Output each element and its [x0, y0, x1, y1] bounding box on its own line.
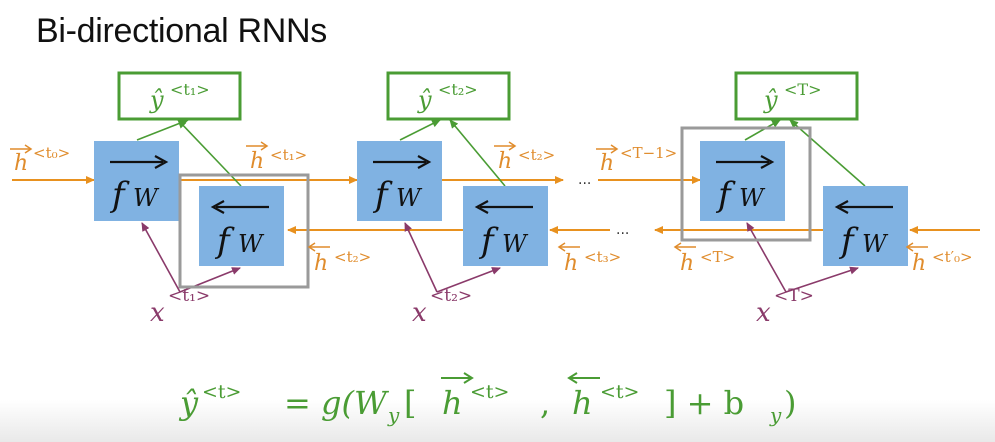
formula-w-sub: y	[387, 403, 400, 427]
label-h-fw-t1: h <t₁>	[246, 141, 307, 174]
svg-text:h: h	[14, 151, 28, 176]
input-label-t2: x <t₂>	[412, 286, 472, 328]
svg-text:<t₁>: <t₁>	[270, 146, 307, 164]
output-sup-t1: <t₁>	[170, 80, 210, 99]
input-labels: x <t₁> x <t₂> x <T>	[150, 286, 814, 328]
page-title: Bi-directional RNNs	[36, 12, 327, 50]
formula-h-fw-sup: <t>	[470, 381, 509, 403]
output-sup-t2: <t₂>	[438, 80, 478, 99]
svg-text:<t₂>: <t₂>	[518, 146, 555, 164]
formula-bracket-open: [	[404, 384, 416, 422]
formula-h-bw: h	[572, 384, 593, 422]
fw-cell-sub: W	[133, 184, 160, 212]
svg-text:<t₂>: <t₂>	[334, 248, 371, 266]
svg-text:h: h	[600, 151, 614, 176]
formula-comma: ,	[540, 384, 550, 422]
bottom-fade	[0, 400, 995, 442]
output-label-T: ŷ	[763, 86, 778, 114]
formula-close: )	[784, 384, 796, 422]
output-box-T: ŷ <T>	[734, 71, 859, 121]
backward-cell-T: f W	[823, 186, 908, 266]
formula-eq: = g(W	[284, 384, 390, 422]
label-h-fw-t2: h <t₂>	[494, 141, 555, 174]
svg-text:h: h	[680, 251, 694, 276]
output-box-t2: ŷ <t₂>	[386, 71, 511, 121]
svg-text:<T>: <T>	[774, 286, 814, 306]
svg-text:W: W	[862, 230, 889, 258]
forward-cell-T: f W	[700, 141, 785, 221]
svg-text:h: h	[250, 149, 264, 174]
output-label-t2: ŷ	[417, 86, 432, 114]
highlight-box-t1	[178, 173, 310, 289]
svg-text:<t₀>: <t₀>	[33, 144, 70, 162]
formula-b-sub: y	[769, 403, 782, 427]
svg-text:<t₃>: <t₃>	[584, 248, 621, 266]
svg-text:h: h	[564, 251, 578, 276]
input-label-t1: x <t₁>	[150, 286, 210, 328]
formula-h-bw-sup: <t>	[600, 381, 639, 403]
svg-text:h: h	[498, 149, 512, 174]
svg-text:h: h	[912, 251, 926, 276]
svg-text:W: W	[739, 184, 766, 212]
input-label-T: x <T>	[756, 286, 814, 328]
output-label-t1: ŷ	[149, 86, 164, 114]
svg-text:x: x	[412, 298, 427, 328]
label-h-fw-T1: h <T−1>	[596, 144, 677, 176]
ellipsis-forward: ...	[578, 172, 591, 188]
label-h-bw-t3: h <t₃>	[557, 242, 621, 276]
svg-text:<T>: <T>	[700, 248, 735, 266]
svg-text:<t₁>: <t₁>	[168, 286, 210, 306]
formula-lhs: ŷ	[178, 384, 199, 422]
label-h-bw-t2: h <t₂>	[307, 242, 371, 276]
formula-bracket-close: ] + b	[664, 384, 744, 422]
svg-text:<t₂>: <t₂>	[430, 286, 472, 306]
formula: ŷ <t> = g(W y [ h <t> , h <t> ] + b y )	[178, 372, 796, 427]
bw-cell-sub: W	[238, 230, 265, 258]
formula-h-fw: h	[442, 384, 463, 422]
backward-cell-t1: f W	[199, 186, 284, 266]
svg-text:<t′₀>: <t′₀>	[932, 248, 973, 266]
highlight-box-T	[680, 126, 812, 242]
svg-text:x: x	[756, 298, 771, 328]
svg-text:<T−1>: <T−1>	[620, 144, 677, 162]
output-sup-T: <T>	[784, 80, 821, 99]
svg-text:W: W	[502, 230, 529, 258]
label-h-bw-T: h <T>	[673, 242, 735, 276]
output-box-t1: ŷ <t₁>	[117, 71, 242, 121]
backward-cell-t2: f W	[463, 186, 548, 266]
hidden-labels: h <t₀> h <t₁> h <t₂> h <T−1> h	[10, 141, 973, 276]
forward-cell-t2: f W	[357, 141, 442, 221]
label-h-fw-t0: h <t₀>	[10, 144, 70, 176]
ellipsis-backward: ...	[616, 222, 629, 238]
label-h-bw-t0p: h <t′₀>	[905, 242, 973, 276]
output-connections	[136, 119, 866, 187]
svg-text:x: x	[150, 298, 165, 328]
svg-text:h: h	[314, 251, 328, 276]
forward-cell-t1: f W	[94, 141, 179, 221]
svg-text:W: W	[396, 184, 423, 212]
formula-lhs-sup: <t>	[202, 381, 241, 403]
